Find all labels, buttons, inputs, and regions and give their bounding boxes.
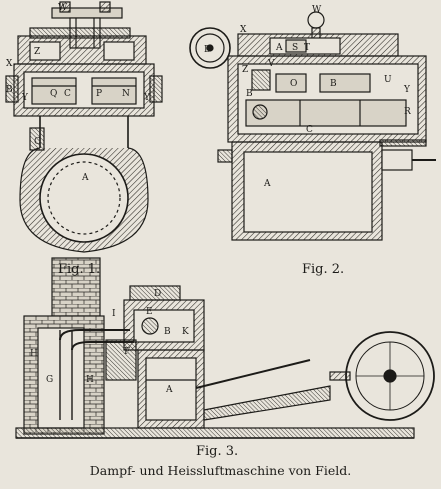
fig2-letter: C — [306, 125, 313, 135]
plate-caption: Dampf- und Heissluftmaschine von Field. — [89, 463, 352, 478]
fig1-letter: Y — [143, 93, 151, 103]
fig2-letter: D — [204, 45, 211, 55]
fig1-letter: B — [6, 85, 13, 95]
figure-3-drawing — [15, 257, 435, 439]
fig2-letter: B — [330, 79, 337, 89]
figure-3-letters: D E I B K F H G H A — [30, 289, 189, 395]
fig3-letter: A — [165, 385, 173, 395]
figure-2-letters: W D X A S T Z V B O B U Y R C A — [204, 5, 411, 189]
fig1-letter: C — [34, 137, 41, 147]
fig1-letter: Y — [21, 93, 29, 103]
fig3-letter: H — [86, 375, 94, 385]
fig3-letter: G — [46, 375, 53, 385]
fig3-letter: I — [112, 309, 116, 319]
fig1-letter: W — [58, 3, 68, 13]
fig2-letter: V — [267, 59, 275, 69]
figure-1-drawing — [5, 1, 163, 253]
fig2-letter: W — [312, 5, 322, 15]
fig1-letter: X — [6, 59, 13, 69]
fig3-letter: H — [30, 349, 38, 359]
fig2-letter: U — [384, 75, 392, 85]
fig1-letter: Z — [34, 47, 40, 57]
fig2-letter: A — [275, 43, 283, 53]
fig2-letter: X — [240, 25, 247, 35]
fig1-letter: P — [96, 89, 102, 99]
fig1-letter: Q — [50, 89, 57, 99]
fig2-letter: S — [292, 43, 298, 53]
figure-2-drawing — [189, 11, 436, 241]
fig3-letter: B — [164, 327, 171, 337]
figure-3-label: Fig. 3. — [196, 444, 239, 459]
fig1-letter: C — [64, 89, 71, 99]
fig2-letter: A — [263, 179, 271, 189]
fig2-letter: Y — [403, 85, 411, 95]
figure-2-label: Fig. 2. — [302, 262, 345, 277]
fig3-letter: F — [124, 347, 130, 357]
fig3-letter: K — [182, 327, 189, 337]
fig2-letter: R — [404, 107, 411, 117]
fig2-letter: Z — [242, 65, 248, 75]
figure-1-label: Fig. 1. — [58, 262, 101, 277]
fig2-letter: B — [246, 89, 253, 99]
fig2-letter: O — [290, 79, 297, 89]
figure-1-letters: W Z X B Y Q C P N Y C A — [6, 3, 151, 183]
fig2-letter: T — [304, 43, 310, 53]
fig3-letter: D — [154, 289, 161, 299]
fig3-letter: E — [146, 307, 153, 317]
fig1-letter: A — [81, 173, 89, 183]
fig1-letter: N — [122, 89, 130, 99]
